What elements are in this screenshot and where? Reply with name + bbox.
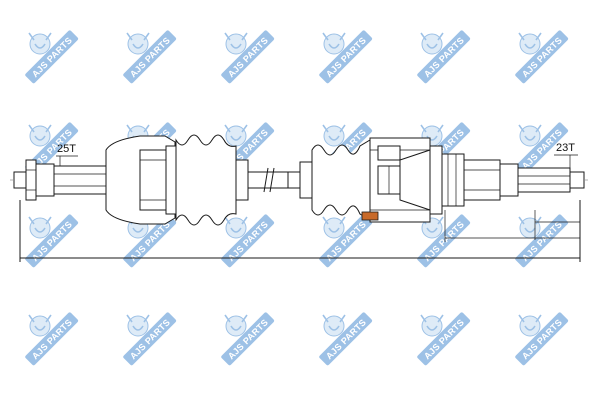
- watermark-logo: AJS PARTS: [319, 214, 373, 268]
- bull-icon: [29, 315, 51, 337]
- bull-icon: [519, 33, 541, 55]
- left-spline-shaft: [53, 165, 107, 195]
- watermark-logo: AJS PARTS: [319, 312, 373, 366]
- watermark-logo: AJS PARTS: [123, 312, 177, 366]
- bull-icon: [225, 33, 247, 55]
- bull-icon: [519, 315, 541, 337]
- inner-tripod-joint: [361, 137, 443, 223]
- watermark-logo: AJS PARTS: [417, 30, 471, 84]
- watermark-logo: AJS PARTS: [515, 312, 569, 366]
- inner-boot-small-clamp: [299, 161, 313, 199]
- break-mark-2: [269, 167, 275, 193]
- right-thread-end: [569, 171, 585, 189]
- bull-icon: [29, 33, 51, 55]
- bull-icon: [323, 33, 345, 55]
- right-spline-shaft: [517, 167, 571, 193]
- bull-icon: [29, 125, 51, 147]
- bull-icon: [421, 315, 443, 337]
- drive-shaft-assembly: 25T: [10, 134, 590, 262]
- watermark-logo: AJS PARTS: [319, 30, 373, 84]
- right-bearing-collar: [441, 153, 465, 207]
- main-shaft-left: [247, 171, 289, 189]
- bull-icon: [421, 217, 443, 239]
- watermark-logo: AJS PARTS: [25, 214, 79, 268]
- watermark-logo: AJS PARTS: [221, 312, 275, 366]
- watermark-logo: AJS PARTS: [25, 312, 79, 366]
- bull-icon: [323, 217, 345, 239]
- right-stub-shaft: 23T: [441, 142, 585, 207]
- bull-icon: [127, 315, 149, 337]
- outer-boot-bellows: [175, 134, 237, 226]
- watermark-logo: AJS PARTS: [25, 30, 79, 84]
- watermark-logo: AJS PARTS: [221, 214, 275, 268]
- inner-boot-bellows: [311, 139, 371, 221]
- watermark-logo: AJS PARTS: [123, 30, 177, 84]
- inner-joint-cup: [399, 149, 431, 211]
- outer-boot: [175, 134, 249, 226]
- left-stub-shaft: 25T: [13, 143, 107, 201]
- bull-icon: [519, 125, 541, 147]
- bull-icon: [323, 125, 345, 147]
- watermark-logo: AJS PARTS: [515, 30, 569, 84]
- outer-boot-small-clamp: [235, 159, 249, 201]
- bull-icon: [225, 217, 247, 239]
- left-hub-nut: [25, 159, 37, 201]
- outer-cv-bell: [139, 149, 167, 211]
- bull-icon: [225, 315, 247, 337]
- break-mark-1: [263, 167, 269, 193]
- left-thread-end: [13, 171, 27, 189]
- bull-icon: [519, 217, 541, 239]
- right-spline-label: 23T: [556, 142, 575, 154]
- left-spline-label: 25T: [57, 143, 76, 155]
- outer-boot-clamp: [165, 145, 177, 215]
- bull-icon: [29, 217, 51, 239]
- inner-seal: [361, 211, 379, 221]
- bull-icon: [127, 33, 149, 55]
- watermark-logo: AJS PARTS: [417, 312, 471, 366]
- bull-icon: [225, 125, 247, 147]
- tripod-roller-top: [377, 145, 401, 161]
- bull-icon: [421, 33, 443, 55]
- left-collar: [35, 163, 55, 197]
- inner-boot: [299, 139, 371, 221]
- inner-flange: [429, 145, 443, 215]
- outer-cv-joint: [105, 135, 177, 225]
- right-seal-seat: [463, 159, 501, 201]
- right-shoulder: [499, 163, 519, 197]
- bull-icon: [323, 315, 345, 337]
- watermark-logo: AJS PARTS: [221, 30, 275, 84]
